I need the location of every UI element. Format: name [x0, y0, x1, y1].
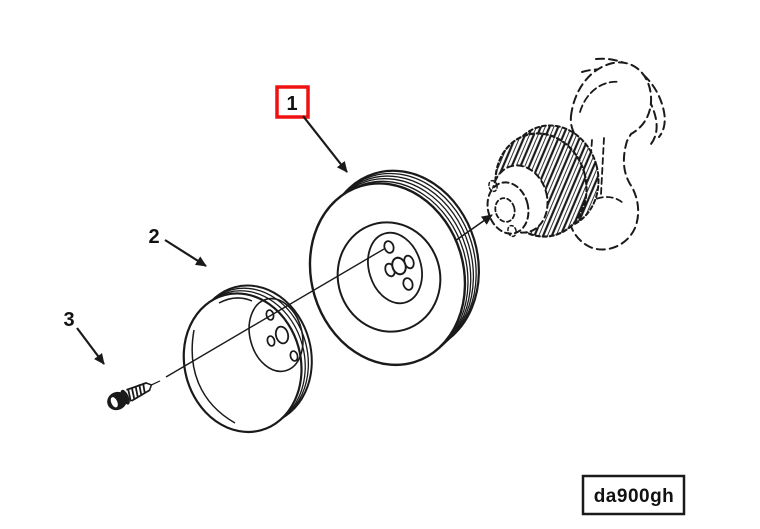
crankshaft-web-curve — [581, 68, 658, 145]
pulley-hub-ring — [367, 231, 423, 305]
flange-bolt-hole — [507, 224, 517, 238]
bolt-washer — [120, 389, 130, 405]
bolt-tip-line — [150, 380, 161, 386]
pulley-face — [182, 292, 303, 434]
bolt-drawing — [107, 380, 161, 411]
crankshaft-drawing — [486, 57, 666, 251]
callout-3[interactable]: 3 — [63, 309, 105, 365]
hub-center-hole — [391, 256, 407, 276]
callout-3-leader — [76, 327, 105, 365]
hub-bolt-hole — [402, 277, 414, 291]
counterweight-inner-arc — [579, 80, 621, 113]
crank-nose — [494, 197, 516, 223]
callout-1[interactable]: 1 — [275, 85, 348, 173]
pulley-inner-reflection — [218, 297, 253, 304]
flange-bolt-hole — [488, 179, 498, 193]
bolt-threads — [126, 382, 151, 402]
callout-2-label: 2 — [148, 226, 159, 248]
callout-1-leader — [302, 115, 348, 173]
diagram-code-box: da900gh — [581, 474, 686, 516]
assembly-centerline — [165, 248, 385, 378]
hub-bolt-hole — [266, 335, 276, 347]
bolt-tip — [145, 382, 153, 392]
callout-3-label: 3 — [63, 309, 74, 331]
callout-1-highlight-box — [275, 85, 310, 119]
assembly-axis-arrow — [454, 214, 493, 242]
pulley-inner-lip — [191, 329, 236, 424]
crank-pulley-drawing — [182, 284, 313, 434]
journal-line — [600, 137, 605, 195]
hub-bolt-hole — [289, 350, 299, 362]
hub-bolt-hole — [383, 240, 395, 254]
bolt-head-highlight — [110, 397, 118, 408]
pulley-middle-ring — [336, 221, 442, 333]
diagram-code-label: da900gh — [594, 486, 675, 507]
damper-pulley-drawing — [308, 169, 480, 367]
callout-2[interactable]: 2 — [148, 226, 207, 267]
diagram-code-frame — [581, 474, 686, 516]
callout-1-label: 1 — [286, 93, 297, 115]
hub-center-hole — [274, 325, 290, 345]
callout-2-leader — [164, 239, 207, 267]
pulley-hub-plate — [248, 297, 304, 373]
